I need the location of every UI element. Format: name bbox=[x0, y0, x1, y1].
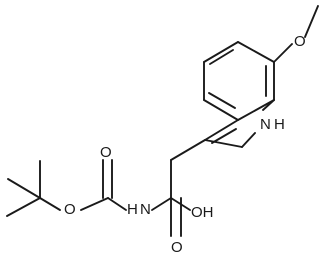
amide-nh-label: H bbox=[127, 201, 138, 218]
indole-n-label: N bbox=[260, 116, 271, 133]
bond bbox=[6, 197, 41, 217]
bond bbox=[211, 128, 237, 144]
bond bbox=[170, 139, 206, 161]
bond bbox=[7, 178, 41, 199]
bond bbox=[208, 92, 236, 109]
atom-labels: O H N OH O H N O O bbox=[64, 33, 306, 256]
bonds bbox=[6, 5, 319, 237]
bond bbox=[237, 99, 275, 121]
indole-nh-label: H bbox=[274, 116, 285, 133]
bond bbox=[304, 5, 319, 38]
bond bbox=[274, 43, 293, 62]
amide-n-label: N bbox=[140, 201, 151, 218]
bond bbox=[203, 99, 239, 121]
bond bbox=[204, 119, 239, 141]
bond bbox=[262, 99, 275, 111]
carboxyl-oh-label: OH bbox=[191, 204, 214, 221]
bond bbox=[80, 197, 109, 211]
bond bbox=[107, 197, 127, 211]
bond bbox=[151, 197, 172, 211]
methoxy-oxygen-label: O bbox=[294, 33, 306, 50]
bond bbox=[204, 139, 243, 148]
ester-oxygen-label: O bbox=[64, 201, 76, 218]
bond bbox=[203, 41, 239, 63]
carbonyl-oxygen-label: O bbox=[171, 239, 183, 256]
boc-carbonyl-oxygen-label: O bbox=[100, 144, 112, 161]
bond bbox=[39, 197, 61, 211]
bond bbox=[241, 132, 256, 148]
bond bbox=[237, 41, 275, 63]
bond bbox=[209, 49, 234, 65]
